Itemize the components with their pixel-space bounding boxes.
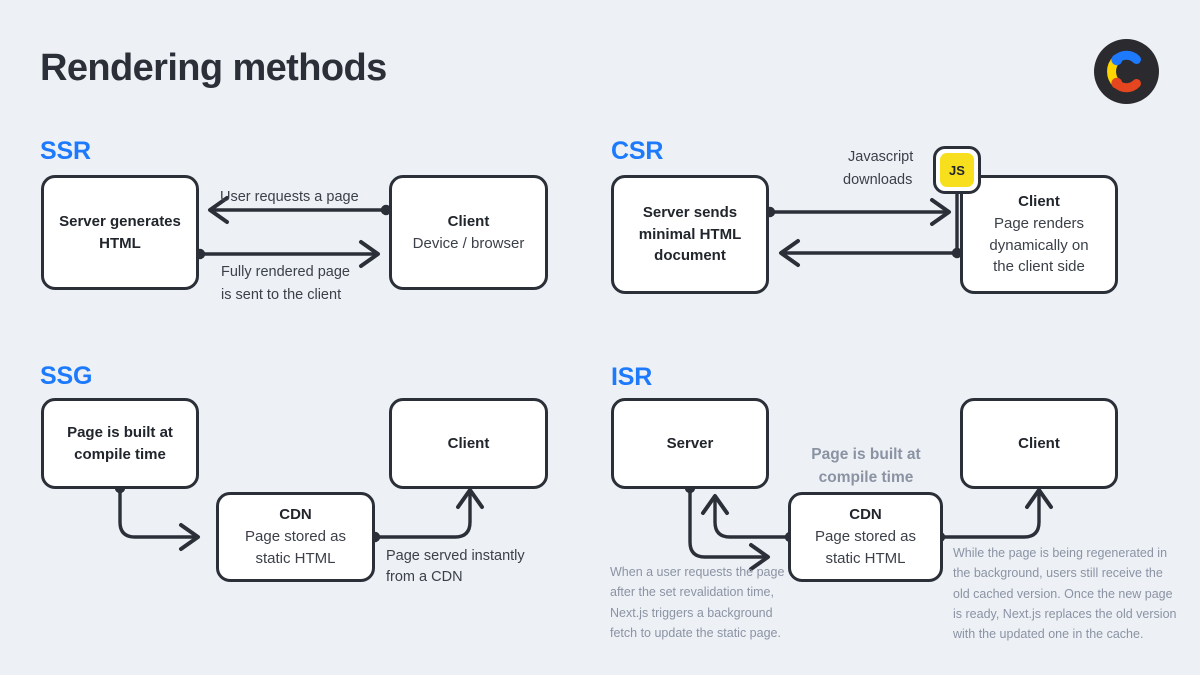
contentful-logo [1094,39,1159,104]
ssg-build-line1: Page is built at [67,423,173,441]
quadrant-label-csr: CSR [611,137,664,165]
ssg-cdn-sub1: Page stored as [245,528,346,546]
ssr-client-node: Client Device / browser [389,175,548,290]
ssg-edge-served-line2: from a CDN [386,569,463,585]
isr-cdn-sub1: Page stored as [815,528,916,546]
isr-client-title: Client [1018,434,1060,452]
ssg-client-title: Client [447,434,490,452]
csr-server-node: Server sends minimal HTML document [611,175,769,294]
ssg-edge-served-line1: Page served instantly [386,548,525,564]
isr-right-note: While the page is being regenerated in t… [953,546,1177,641]
quadrant-label-isr: ISR [611,363,653,391]
ssr-edge-request: User requests a page [220,189,359,205]
csr-client-sub1: Page renders [993,214,1085,232]
isr-server-title: Server [666,434,714,452]
isr-cdn-node: CDN Page stored as static HTML [788,492,943,582]
ssg-build-node: Page is built at compile time [41,398,199,489]
csr-client-title: Client [1018,193,1060,210]
isr-built-caption-line1: Page is built at [811,446,921,463]
ssg-client-node: Client [389,398,548,489]
isr-cdn-sub2: static HTML [825,549,906,567]
divider-vertical [579,84,583,659]
csr-client-node: Client Page renders dynamically on the c… [960,175,1118,294]
csr-edge-download-line1: Javascript [848,149,914,165]
csr-edge-download-line2: downloads [843,172,913,188]
csr-server-line3: document [654,247,726,265]
ssg-build-line2: compile time [74,445,166,463]
js-label: JS [940,153,974,187]
isr-client-node: Client [960,398,1118,489]
quadrant-label-ssg: SSG [40,362,93,390]
isr-left-note: When a user requests the page after the … [610,565,785,640]
csr-server-line1: Server sends [642,203,738,221]
ssr-server-line2: HTML [99,234,141,252]
ssg-cdn-title: CDN [279,506,312,524]
isr-cdn-title: CDN [849,506,882,524]
quadrant-label-ssr: SSR [40,137,91,165]
ssr-client-title: Client [447,212,490,230]
csr-client-sub3: the client side [993,258,1085,276]
ssr-edge-response-line2: is sent to the client [221,287,342,303]
ssr-edge-response-line1: Fully rendered page [221,264,350,280]
page-title: Rendering methods [40,47,387,89]
csr-client-sub2: dynamically on [989,236,1089,254]
javascript-badge: JS [933,146,981,194]
ssr-client-sub: Device / browser [412,234,525,252]
divider-horizontal [16,332,1196,336]
isr-server-node: Server [611,398,769,489]
ssg-cdn-sub2: static HTML [255,549,336,567]
ssr-server-node: Server generates HTML [41,175,199,290]
ssr-server-line1: Server generates [59,212,181,230]
ssg-cdn-node: CDN Page stored as static HTML [216,492,375,582]
isr-built-caption-line2: compile time [818,469,914,486]
csr-server-line2: minimal HTML [638,225,742,243]
